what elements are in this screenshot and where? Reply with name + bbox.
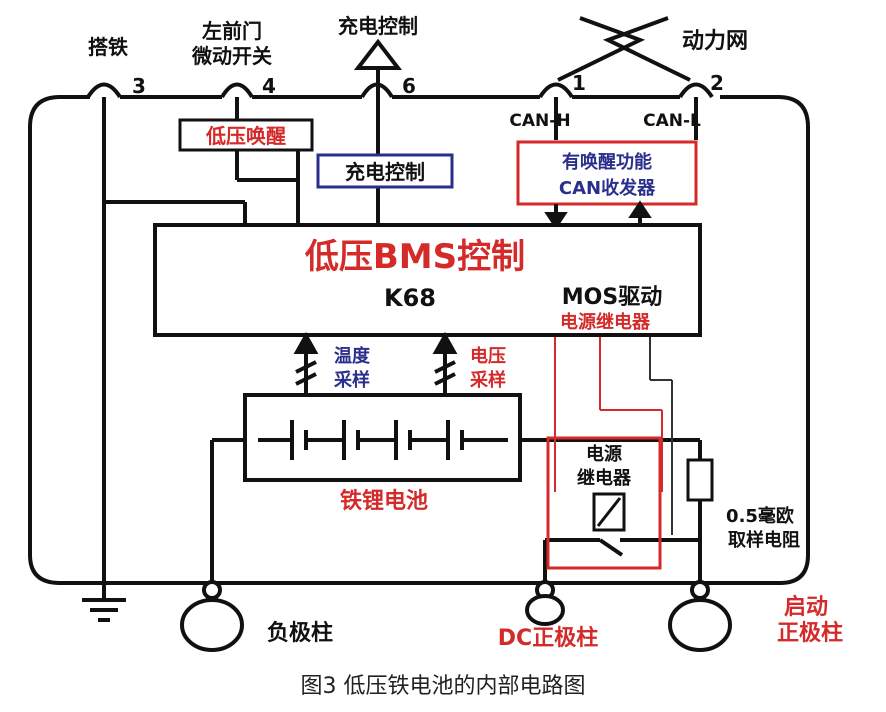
internal-wiring <box>102 80 702 600</box>
charge-control-box <box>316 153 454 189</box>
top-connectors <box>86 82 714 99</box>
volt-sample-line2: 采样 <box>469 369 506 391</box>
shunt-line2: 取样电阻 <box>728 529 800 551</box>
ground-icon <box>82 598 126 622</box>
bms-model: K68 <box>384 284 436 312</box>
relay-line2: 继电器 <box>577 467 632 489</box>
charge-control-top-label: 充电控制 <box>338 14 418 38</box>
relay-drive-label: 电源继电器 <box>560 311 651 333</box>
pin-3: 3 <box>132 74 146 98</box>
shunt-resistor <box>686 458 714 502</box>
twisted-pair-icon <box>557 16 691 82</box>
triangle-icon <box>353 38 403 70</box>
wakeup-label: 低压唤醒 <box>205 124 286 148</box>
door-switch-line2: 微动开关 <box>191 44 272 68</box>
start-positive-line1: 启动 <box>784 594 828 620</box>
bms-title: 低压BMS控制 <box>305 237 525 277</box>
pin-4: 4 <box>262 74 276 98</box>
relay-drive-wires <box>554 335 663 492</box>
dc-positive-terminal <box>525 580 565 626</box>
dc-positive-post-label: DC正极柱 <box>498 626 598 651</box>
temp-sample-line1: 温度 <box>334 345 371 367</box>
can-h-label: CAN-H <box>509 111 570 131</box>
can-l-label: CAN-L <box>643 111 701 131</box>
ground-label: 搭铁 <box>88 35 128 59</box>
transceiver-line1: 有唤醒功能 <box>562 151 652 173</box>
transceiver-line2: CAN收发器 <box>559 177 656 199</box>
figure-caption: 图3 低压铁电池的内部电路图 <box>300 674 586 699</box>
relay-box <box>546 436 662 570</box>
pin-1: 1 <box>572 71 586 95</box>
start-positive-terminal <box>668 580 732 652</box>
temp-sample-arrow <box>293 331 319 395</box>
negative-post-label: 负极柱 <box>267 621 333 646</box>
battery-cells-icon <box>258 420 508 460</box>
pin-6: 6 <box>402 74 416 98</box>
wakeup-box <box>178 118 314 152</box>
mos-drive-label: MOS驱动 <box>562 285 662 310</box>
battery-box <box>243 393 522 482</box>
bms-box <box>153 223 702 337</box>
negative-terminal <box>180 580 244 652</box>
volt-sample-line1: 电压 <box>470 345 506 367</box>
volt-sample-arrow <box>432 331 458 395</box>
battery-label: 铁锂电池 <box>340 488 428 514</box>
can-transceiver-box <box>516 140 698 206</box>
can-arrows <box>544 200 652 230</box>
outer-frame <box>28 95 810 585</box>
temp-sample-line2: 采样 <box>333 369 370 391</box>
pin-2: 2 <box>710 71 724 95</box>
relay-line1: 电源 <box>586 443 622 465</box>
power-network-label: 动力网 <box>682 29 748 54</box>
shunt-line1: 0.5毫欧 <box>726 505 794 527</box>
sense-wires <box>649 335 673 535</box>
door-switch-line1: 左前门 <box>202 19 262 43</box>
start-positive-line2: 正极柱 <box>777 621 843 646</box>
circuit-svg: 低压唤醒 充电控制 有唤醒功能 CAN收发器 低压BMS控制 K68 MOS驱动… <box>28 14 843 652</box>
charge-control-box-label: 充电控制 <box>345 160 425 184</box>
